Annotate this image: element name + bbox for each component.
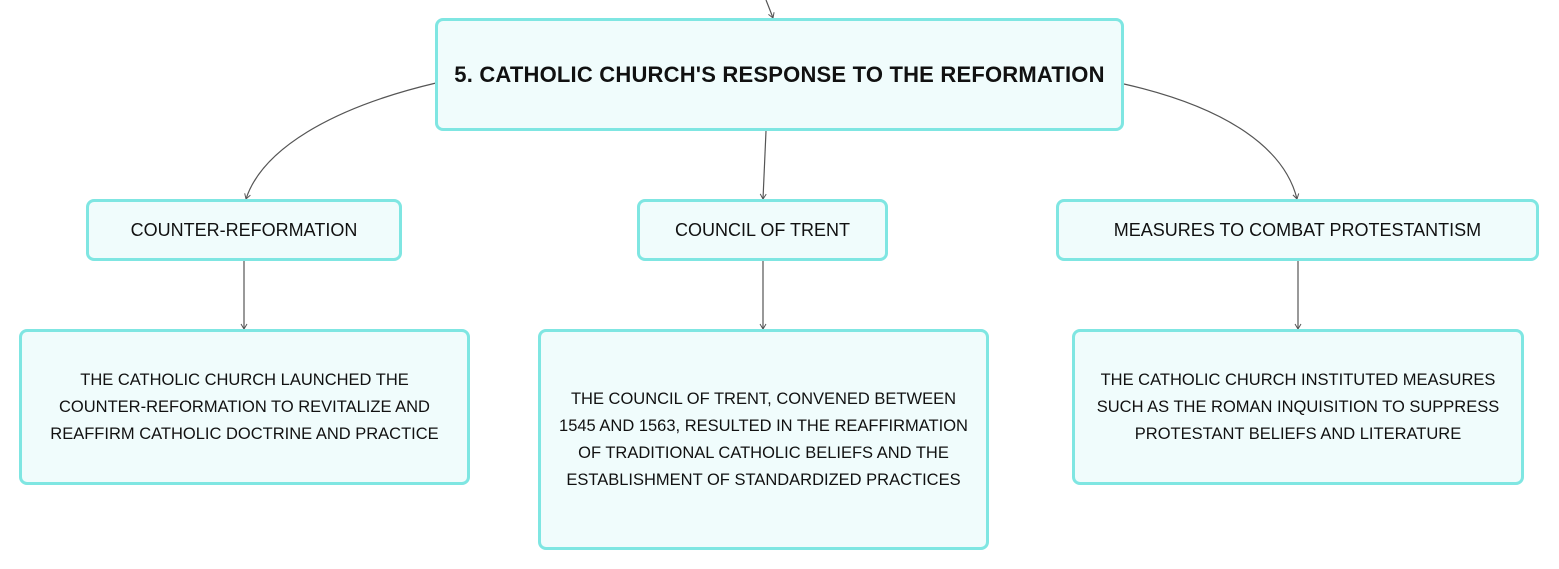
connector-root-to-council-of-trent <box>759 130 767 200</box>
connector-root-to-measures <box>1123 83 1300 200</box>
topic-label-measures-to-combat-protestantism: MEASURES TO COMBAT PROTESTANTISM <box>1113 219 1482 240</box>
topic-node-measures-to-combat-protestantism[interactable]: MEASURES TO COMBAT PROTESTANTISM <box>1056 199 1539 261</box>
root-topic-node[interactable]: 5. CATHOLIC CHURCH'S RESPONSE TO THE REF… <box>435 18 1124 131</box>
detail-node-counter-reformation[interactable]: THE CATHOLIC CHURCH LAUNCHED THE COUNTER… <box>19 329 470 485</box>
connector-parent-to-root <box>765 0 775 19</box>
connector-root-to-counter-reformation <box>244 82 437 200</box>
topic-label-counter-reformation: COUNTER-REFORMATION <box>130 219 358 240</box>
topic-node-counter-reformation[interactable]: COUNTER-REFORMATION <box>86 199 402 261</box>
detail-text-counter-reformation: THE CATHOLIC CHURCH LAUNCHED THE COUNTER… <box>50 370 439 443</box>
detail-node-measures-to-combat-protestantism[interactable]: THE CATHOLIC CHURCH INSTITUTED MEASURES … <box>1072 329 1524 485</box>
detail-text-council-of-trent: THE COUNCIL OF TRENT, CONVENED BETWEEN 1… <box>559 389 968 489</box>
detail-text-measures-to-combat-protestantism: THE CATHOLIC CHURCH INSTITUTED MEASURES … <box>1096 370 1500 443</box>
detail-node-council-of-trent[interactable]: THE COUNCIL OF TRENT, CONVENED BETWEEN 1… <box>538 329 989 550</box>
topic-label-council-of-trent: COUNCIL OF TRENT <box>674 219 850 240</box>
root-topic-title: 5. CATHOLIC CHURCH'S RESPONSE TO THE REF… <box>454 61 1105 87</box>
topic-node-council-of-trent[interactable]: COUNCIL OF TRENT <box>637 199 888 261</box>
